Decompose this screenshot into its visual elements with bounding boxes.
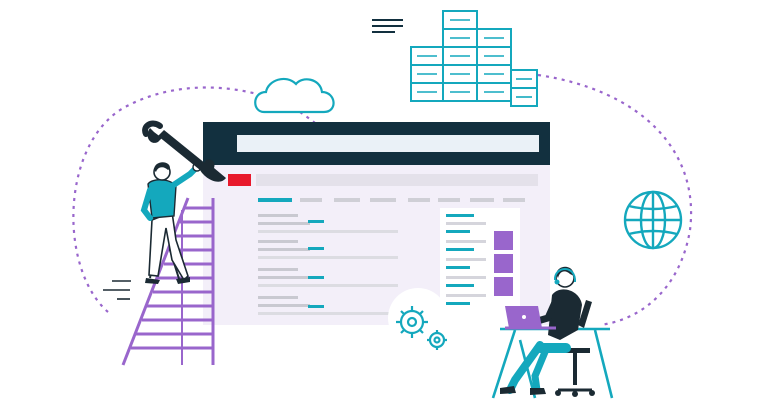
gears-icon	[388, 288, 448, 350]
server-stack-icon	[410, 10, 538, 107]
red-tab-marker	[228, 174, 251, 186]
motion-lines	[103, 280, 131, 300]
server-slot-lines	[417, 19, 532, 98]
worker-on-ladder	[140, 162, 202, 284]
dotted-orbit-right	[537, 73, 693, 327]
menu-lines-icon	[372, 19, 403, 33]
laptop	[505, 306, 556, 330]
headset-icon	[553, 268, 577, 283]
content-list	[258, 214, 398, 315]
cloud-icon	[254, 77, 335, 114]
tab-strip	[258, 198, 525, 202]
globe-icon	[623, 190, 683, 250]
office-chair	[555, 300, 595, 397]
dotted-orbit-left	[72, 86, 301, 313]
browser-toolbar	[256, 174, 538, 186]
wrench-icon	[142, 120, 226, 182]
browser-address-bar	[237, 135, 539, 152]
browser-window	[203, 122, 550, 328]
person-at-laptop	[500, 266, 595, 397]
